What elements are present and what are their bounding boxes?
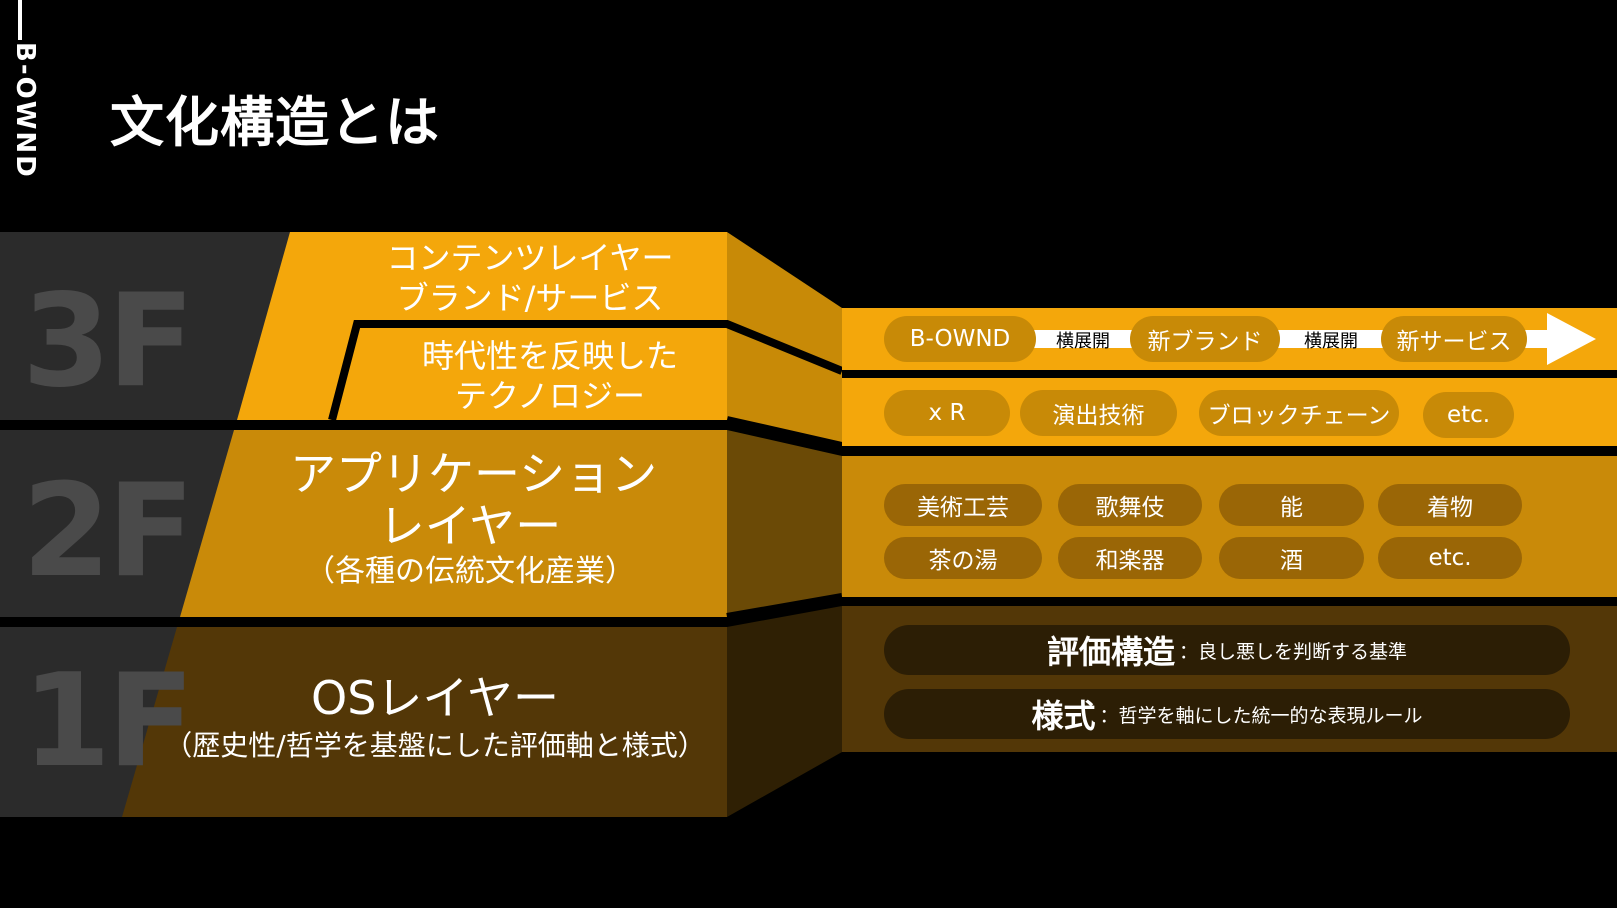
application-layer-line1: アプリケーション bbox=[290, 447, 658, 501]
layer-2f-front bbox=[180, 430, 727, 617]
brand-logo: B-OWND bbox=[10, 42, 40, 179]
page-title: 文化構造とは bbox=[110, 91, 440, 154]
app-pill-craft: 美術工芸 bbox=[884, 484, 1042, 526]
application-layer-line3: （各種の伝統文化産業） bbox=[305, 554, 635, 589]
floor-gap-3-2 bbox=[0, 420, 730, 430]
expand-label-2: 横展開 bbox=[1304, 331, 1358, 352]
os-layer-line1: OSレイヤー bbox=[310, 671, 560, 725]
os-row-style: 様式 ：哲学を軸にした統一的な表現ルール bbox=[884, 689, 1570, 739]
app-pill-tea: 茶の湯 bbox=[884, 537, 1042, 579]
tech-pill-staging: 演出技術 bbox=[1020, 390, 1177, 436]
tech-pill-blockchain: ブロックチェーン bbox=[1199, 390, 1399, 436]
floor-label-3f: 3F bbox=[22, 267, 194, 416]
app-pill-instruments: 和楽器 bbox=[1058, 537, 1202, 579]
layer-2f-side bbox=[727, 430, 842, 617]
layer-3f-side bbox=[727, 232, 842, 446]
brand-pill-bownd: B-OWND bbox=[884, 316, 1036, 362]
layer-1f-front bbox=[122, 627, 727, 817]
os-desc-style: ：哲学を軸にした統一的な表現ルール bbox=[1099, 704, 1423, 727]
tech-layer-label: 時代性を反映した テクノロジー bbox=[380, 336, 720, 416]
layer-1f-side bbox=[727, 606, 842, 817]
os-row-evaluation: 評価構造 ：良し悪しを判断する基準 bbox=[884, 625, 1570, 675]
app-pill-sake: 酒 bbox=[1219, 537, 1364, 579]
contents-layer-line1: コンテンツレイヤー bbox=[386, 239, 674, 277]
app-pill-kimono: 着物 bbox=[1378, 484, 1522, 526]
layer-3f-bottom-line bbox=[726, 416, 843, 450]
tech-layer-line1: 時代性を反映した bbox=[421, 337, 678, 375]
contents-layer-label: コンテンツレイヤー ブランド/サービス bbox=[360, 238, 700, 318]
application-layer-label: アプリケーション レイヤー （各種の伝統文化産業） bbox=[290, 447, 658, 592]
tech-pill-etc: etc. bbox=[1423, 392, 1514, 438]
app-pill-kabuki: 歌舞伎 bbox=[1058, 484, 1202, 526]
layer-2f-bottom-line bbox=[726, 593, 843, 621]
brand-line bbox=[18, 0, 22, 40]
os-term-style: 様式 bbox=[1031, 697, 1096, 735]
application-layer-line2: レイヤー bbox=[378, 499, 562, 553]
os-layer-label: OSレイヤー （歴史性/哲学を基盤にした評価軸と様式） bbox=[155, 670, 715, 766]
os-layer-line2: （歴史性/哲学を基盤にした評価軸と様式） bbox=[164, 729, 706, 762]
os-desc-evaluation: ：良し悪しを判断する基準 bbox=[1179, 640, 1408, 663]
os-term-evaluation: 評価構造 bbox=[1046, 633, 1175, 671]
contents-layer-line2: ブランド/サービス bbox=[396, 279, 664, 317]
floor-label-2f: 2F bbox=[22, 457, 194, 606]
app-pill-noh: 能 bbox=[1219, 484, 1364, 526]
tech-box-outline bbox=[328, 320, 844, 422]
brand-pill-new-service: 新サービス bbox=[1381, 316, 1527, 362]
tech-layer-line2: テクノロジー bbox=[454, 377, 646, 415]
brand-pill-new-brand: 新ブランド bbox=[1130, 316, 1280, 362]
app-pill-etc: etc. bbox=[1378, 537, 1522, 579]
floor-gap-2-1 bbox=[0, 617, 730, 627]
floor-label-1f: 1F bbox=[22, 647, 194, 796]
expand-label-1: 横展開 bbox=[1056, 331, 1110, 352]
tech-pill-xr: x R bbox=[884, 390, 1010, 436]
